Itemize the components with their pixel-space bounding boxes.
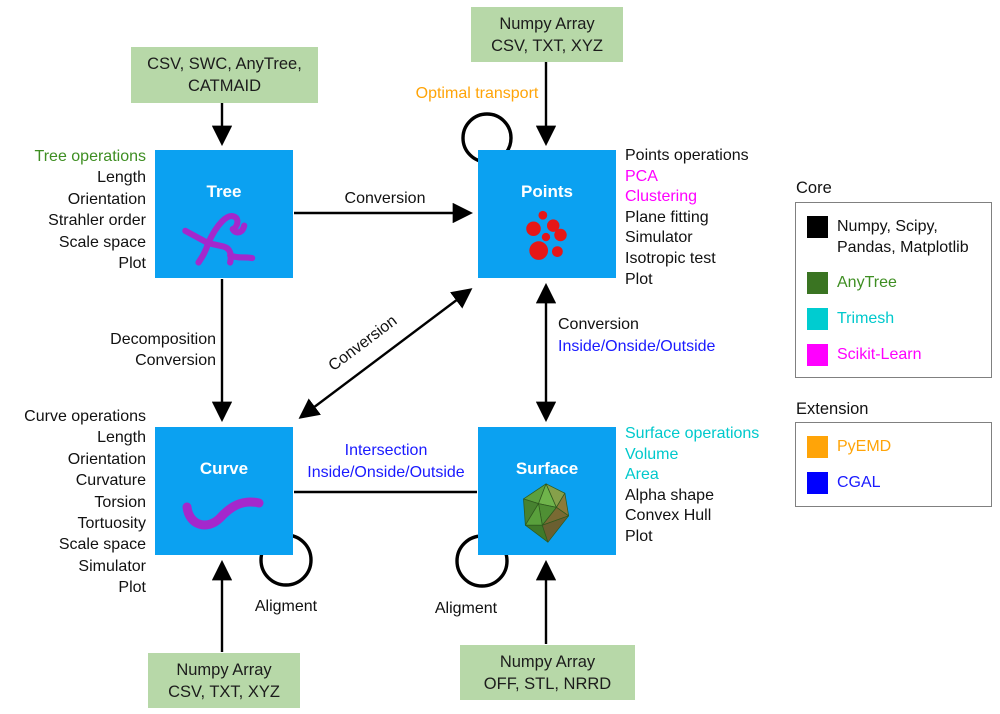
core-legend-box: Numpy, Scipy, Pandas, Matplotlib AnyTree… <box>795 202 992 378</box>
legend-row: PyEMD <box>807 436 980 458</box>
legend-label-line: Numpy, Scipy, <box>837 218 938 235</box>
points-input-box: Numpy Array CSV, TXT, XYZ <box>471 7 623 62</box>
legend-label-line: Pandas, Matplotlib <box>837 239 969 256</box>
curve-input-line2: CSV, TXT, XYZ <box>168 682 280 701</box>
tree-input-line2: CATMAID <box>187 77 262 95</box>
surface-input-line1: Numpy Array <box>499 652 596 671</box>
points-icon <box>526 210 567 260</box>
tree-node-title: Tree <box>206 182 242 201</box>
cgal-swatch-icon <box>807 472 828 494</box>
points-input-line1: Numpy Array <box>499 14 595 33</box>
list-item: Plot <box>118 255 146 273</box>
anytree-swatch-icon <box>807 272 828 294</box>
extension-legend-title: Extension <box>796 400 869 418</box>
legend-label: Scikit-Learn <box>837 346 922 363</box>
surface-input-box: Numpy Array OFF, STL, NRRD <box>460 645 635 700</box>
surface-node: Surface <box>478 427 616 555</box>
list-item: Alpha shape <box>625 486 714 504</box>
curve-input-box: Numpy Array CSV, TXT, XYZ <box>148 653 300 708</box>
surface-icon <box>523 483 570 543</box>
surface-input-line2: OFF, STL, NRRD <box>483 674 612 693</box>
legend-label: AnyTree <box>837 274 897 291</box>
list-item: Scale space <box>58 233 146 251</box>
list-item: Plot <box>625 527 653 545</box>
points-input-line2: CSV, TXT, XYZ <box>491 36 603 55</box>
curve-node-title: Curve <box>199 459 249 478</box>
edge-label-tree-points: Conversion <box>344 190 426 207</box>
list-item: Length <box>97 429 146 447</box>
list-item: Surface operations <box>625 425 760 442</box>
edge-label-line: Intersection <box>344 442 428 459</box>
curve-icon <box>182 497 264 530</box>
list-item: PCA <box>625 167 658 185</box>
list-item: Curvature <box>75 472 146 490</box>
legend-row: AnyTree <box>807 272 980 294</box>
list-item: Area <box>625 466 659 484</box>
tree-input-line1: CSV, SWC, AnyTree, <box>147 55 302 73</box>
list-item: Length <box>97 169 146 187</box>
curve-operations-list: Curve operations Length Orientation Curv… <box>0 406 146 599</box>
curve-input-line1: Numpy Array <box>176 660 272 679</box>
legend-row: Scikit-Learn <box>807 344 980 366</box>
points-node-title: Points <box>521 182 573 201</box>
surface-node-title: Surface <box>515 459 579 478</box>
list-item: Plane fitting <box>625 208 709 226</box>
core-legend-title: Core <box>796 179 832 197</box>
edge-label-line: Inside/Onside/Outside <box>558 338 716 355</box>
legend-label: Numpy, Scipy, Pandas, Matplotlib <box>837 216 969 258</box>
curve-node: Curve <box>155 427 293 555</box>
list-item: Strahler order <box>48 212 146 230</box>
legend-row: CGAL <box>807 472 980 494</box>
list-item: Curve operations <box>24 408 146 425</box>
edge-label-line: Inside/Onside/Outside <box>307 464 465 481</box>
legend-label: Trimesh <box>837 310 895 327</box>
edge-label-curve-surface: Intersection Inside/Onside/Outside <box>286 440 486 484</box>
edge-label-line: Decomposition <box>110 331 216 348</box>
tree-input-box: CSV, SWC, AnyTree, CATMAID <box>131 47 318 103</box>
edge-label-tree-curve: Decomposition Conversion <box>56 329 216 371</box>
trimesh-swatch-icon <box>807 308 828 330</box>
list-item: Torsion <box>94 493 146 511</box>
extension-legend-box: PyEMD CGAL <box>795 422 992 507</box>
list-item: Tree operations <box>34 148 146 165</box>
legend-row: Numpy, Scipy, Pandas, Matplotlib <box>807 216 980 258</box>
edge-label-points-loop: Optimal transport <box>415 85 539 102</box>
legend-row: Trimesh <box>807 308 980 330</box>
list-item: Clustering <box>625 188 698 206</box>
edge-label-line: Conversion <box>558 316 639 333</box>
list-item: Convex Hull <box>625 507 712 525</box>
list-item: Points operations <box>625 147 749 164</box>
list-item: Simulator <box>625 229 693 247</box>
points-operations-list: Points operations PCA Clustering Plane f… <box>625 146 749 290</box>
arrow-curve-points-bidir <box>298 288 473 419</box>
points-node: Points <box>478 150 616 278</box>
numpy-swatch-icon <box>807 216 828 238</box>
tree-node: Tree <box>155 150 293 278</box>
scikit-swatch-icon <box>807 344 828 366</box>
edge-label-surface-loop: Aligment <box>434 600 498 617</box>
list-item: Isotropic test <box>625 249 716 267</box>
list-item: Orientation <box>67 450 146 468</box>
list-item: Scale space <box>58 536 146 554</box>
list-item: Plot <box>625 270 653 288</box>
tree-icon <box>182 213 256 266</box>
legend-label: PyEMD <box>837 438 892 455</box>
pyemd-swatch-icon <box>807 436 828 458</box>
list-item: Plot <box>118 579 146 597</box>
surface-operations-list: Surface operations Volume Area Alpha sha… <box>625 424 759 548</box>
legend-label: CGAL <box>837 474 881 491</box>
edge-label-points-surface: Conversion Inside/Onside/Outside <box>558 314 715 358</box>
list-item: Tortuosity <box>77 515 146 533</box>
tree-operations-list: Tree operations Length Orientation Strah… <box>0 146 146 274</box>
edge-label-curve-loop: Aligment <box>254 598 318 615</box>
list-item: Orientation <box>67 190 146 208</box>
list-item: Simulator <box>78 557 146 575</box>
edge-label-line: Conversion <box>135 352 216 369</box>
list-item: Volume <box>625 445 679 463</box>
